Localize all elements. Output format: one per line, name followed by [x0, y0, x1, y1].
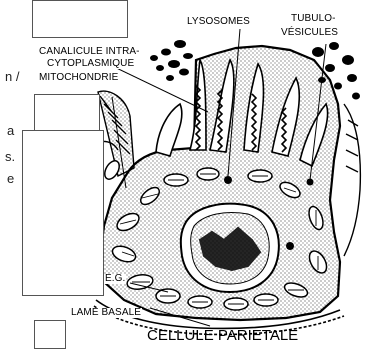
label-eg: E.G.	[104, 274, 126, 284]
label-tubulo: TUBULO-	[290, 14, 337, 24]
label-vesicules: VÉSICULES	[280, 28, 339, 38]
side-text-3: s.	[4, 150, 16, 163]
right-neighbor-cell	[344, 104, 360, 256]
mask-box-bottom	[34, 320, 66, 349]
label-lame-basale: LAME BASALE	[70, 308, 142, 318]
mask-box-tall	[22, 130, 104, 296]
diagram-title: CELLULE PARIETALE	[146, 328, 299, 343]
label-mitochondrie: MITOCHONDRIE	[38, 73, 119, 83]
side-text-4: e	[6, 172, 15, 185]
label-canalicule-1: CANALICULE INTRA-	[38, 47, 141, 57]
side-text-1: n /	[4, 70, 20, 83]
label-lysosomes: LYSOSOMES	[186, 17, 251, 27]
side-text-2: a	[6, 124, 15, 137]
mask-box-top	[32, 0, 128, 38]
nucleus	[181, 204, 279, 292]
label-canalicule-2: CYTOPLASMIQUE	[46, 59, 135, 69]
